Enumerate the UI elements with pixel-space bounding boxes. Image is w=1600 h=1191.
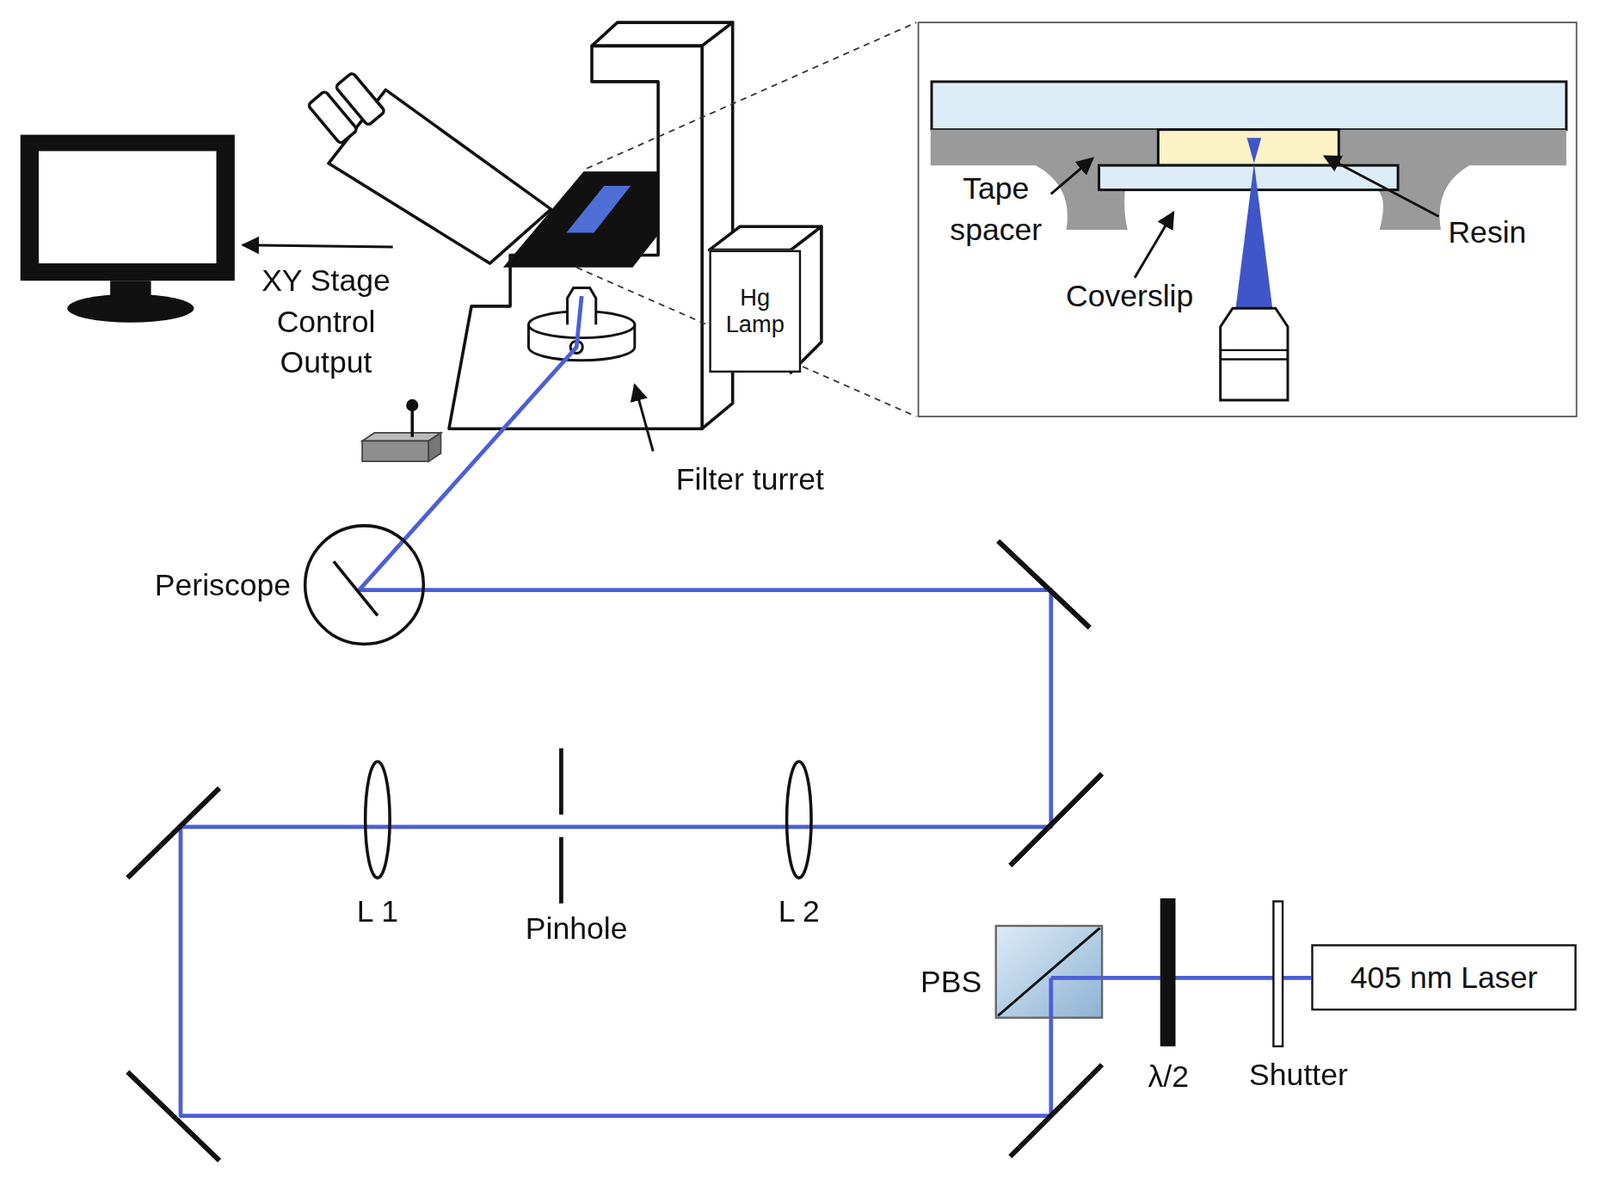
microscope-stage [503, 171, 659, 268]
part-label: Tape spacer [930, 168, 1062, 251]
microscope-stage-part [503, 171, 659, 268]
lens-label: L 1 [332, 891, 425, 932]
part-label: Coverslip [1042, 275, 1217, 316]
lens-label: L 2 [752, 891, 845, 932]
joystick-part [428, 432, 441, 462]
output-label: XY Stage Control Output [236, 259, 416, 382]
monitor-part [38, 151, 216, 264]
lamp-housing [708, 226, 821, 373]
part-label: Filter turret [622, 459, 879, 500]
laser-beam [180, 295, 1311, 1116]
sample-cell-part [1220, 357, 1288, 360]
mirror [127, 541, 1102, 1161]
lamp-box: Hg Lamp [708, 250, 801, 373]
part-label: Shutter [1219, 1053, 1379, 1095]
periscope [305, 525, 425, 645]
inset-leaders-part [1134, 212, 1174, 278]
sample-cell [930, 81, 1567, 400]
sample-cell-part [1157, 129, 1339, 167]
half-wave-plate [1160, 898, 1176, 1047]
sample-cell-part [1236, 163, 1274, 308]
inset-leaders-part [1324, 155, 1440, 216]
monitor-part [67, 294, 194, 323]
monitor [20, 135, 235, 323]
part-label: PBS [880, 960, 983, 1002]
part-label: λ/2 [1122, 1056, 1215, 1097]
mirror-part [127, 787, 220, 878]
inset-frame [918, 22, 1577, 417]
pinhole-part [559, 836, 564, 904]
zoom-lines-part [586, 22, 917, 169]
mirror-part [997, 541, 1090, 628]
beam-splitter-part [996, 925, 1102, 1018]
beam-splitter [996, 925, 1102, 1018]
sample-cell-part [1220, 349, 1288, 351]
inset-leaders [1051, 155, 1440, 277]
sample-cell-part [1099, 165, 1399, 190]
lens-part [787, 761, 812, 878]
mirror-part [1009, 1064, 1102, 1157]
beam-splitter-part [1051, 975, 1102, 980]
mirror-part [127, 1071, 220, 1161]
node-text: Hg Lamp [711, 284, 800, 338]
lens-part [365, 761, 390, 878]
mirror-part [1009, 773, 1102, 866]
sample-cell-part [1220, 307, 1288, 400]
output-arrow [242, 245, 393, 247]
beam-splitter-part [1048, 977, 1053, 1017]
node-text: 405 nm Laser [1350, 958, 1539, 996]
laser-box: 405 nm Laser [1310, 943, 1576, 1010]
periscope-part [305, 525, 425, 645]
joystick-part [410, 407, 414, 437]
part-label: Resin [1428, 212, 1546, 253]
shutter [1273, 900, 1283, 1046]
joystick [362, 399, 441, 462]
periscope-part [333, 560, 378, 616]
zoom-lines [576, 22, 917, 417]
lens [365, 761, 812, 878]
microscope-stage-part [566, 185, 631, 234]
part-label: Pinhole [494, 908, 659, 949]
part-label: Periscope [102, 564, 291, 605]
turret-leader [634, 384, 653, 451]
joystick-part [362, 440, 429, 462]
monitor-part [20, 135, 235, 282]
microscope-part [335, 72, 386, 126]
sample-cell-part [931, 81, 1567, 130]
pinhole-part [559, 747, 564, 814]
pinhole [559, 747, 564, 903]
inset-leaders-part [1051, 158, 1094, 195]
joystick-part [406, 399, 419, 412]
sample-cell-part [1247, 137, 1262, 164]
